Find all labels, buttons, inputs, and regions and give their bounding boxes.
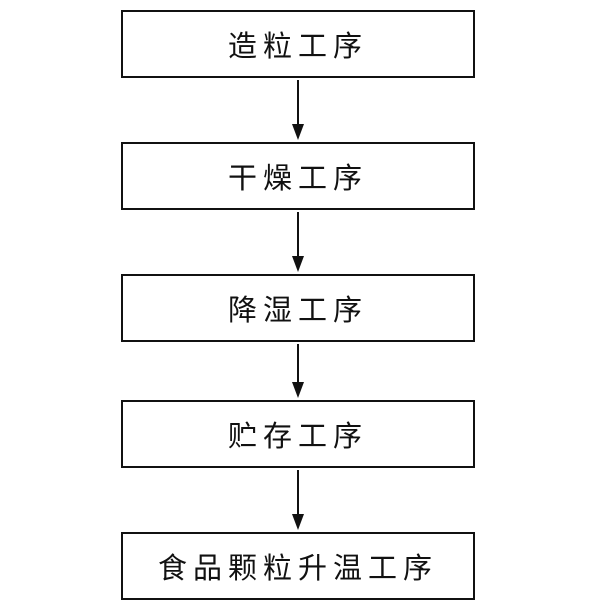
step-dehumidifying: 降湿工序 <box>121 274 475 342</box>
step-food-granule-heating-label: 食品颗粒升温工序 <box>157 551 438 585</box>
step-storage: 贮存工序 <box>121 400 475 468</box>
step-granulation: 造粒工序 <box>121 10 475 78</box>
arrow-granulation-to-drying <box>288 80 308 142</box>
step-dehumidifying-label: 降湿工序 <box>227 293 368 327</box>
step-drying: 干燥工序 <box>121 142 475 210</box>
step-granulation-label: 造粒工序 <box>227 29 368 63</box>
arrow-dehumidifying-to-storage <box>288 344 308 400</box>
step-drying-label: 干燥工序 <box>227 161 368 195</box>
arrow-drying-to-dehumidifying <box>288 212 308 274</box>
arrow-storage-to-heating <box>288 470 308 532</box>
step-storage-label: 贮存工序 <box>227 419 368 453</box>
step-food-granule-heating: 食品颗粒升温工序 <box>121 532 475 600</box>
